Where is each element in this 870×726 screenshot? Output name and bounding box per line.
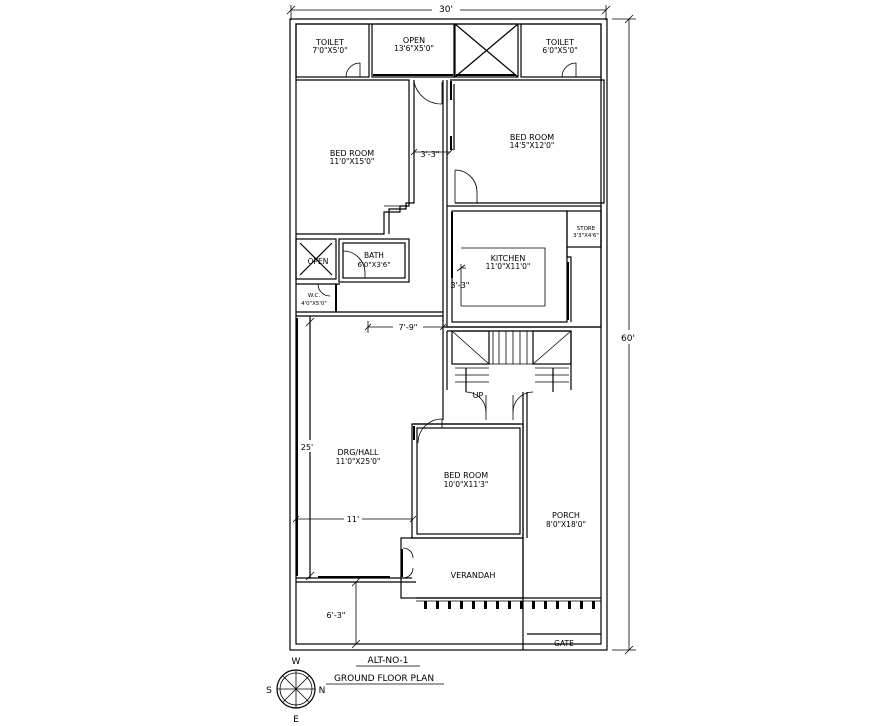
hall-height-label: 25' (301, 443, 313, 452)
plan-title: GROUND FLOOR PLAN (334, 674, 434, 684)
compass-right-label: N (319, 686, 326, 696)
kitchen-walls (446, 205, 602, 328)
drawing-hall-walls (296, 316, 444, 579)
front-yard-dimension (351, 577, 361, 649)
railing-posts (424, 601, 595, 609)
outer-walls (289, 18, 608, 651)
railing-post (520, 601, 523, 609)
verandah-railing (416, 597, 601, 602)
toilet-left-name: TOILET (315, 38, 344, 47)
porch-size: 8'0"X18'0" (546, 520, 586, 529)
drg-hall-name: DRG/HALL (337, 448, 379, 457)
railing-post (580, 601, 583, 609)
compass-top-label: W (292, 657, 301, 667)
kitchen-name: KITCHEN (491, 254, 526, 263)
verandah (400, 537, 524, 599)
railing-post (556, 601, 559, 609)
wc-size: 4'0"X5'0" (301, 301, 327, 307)
porch-name: PORCH (552, 511, 580, 520)
bedroom-left-walls (296, 79, 443, 235)
middle-partition (296, 80, 448, 317)
staircase (443, 326, 601, 420)
bedroom-front-size: 10'0"X11'3" (444, 480, 489, 489)
railing-post (568, 601, 571, 609)
top-rooms (295, 23, 602, 78)
kitchen-size: 11'0"X11'0" (486, 262, 531, 271)
railing-post (460, 601, 463, 609)
height-dimension-label: 60' (621, 334, 635, 344)
passage-dimension-label: 3'-3" (421, 150, 440, 159)
railing-post (448, 601, 451, 609)
verandah-name: VERANDAH (451, 571, 496, 580)
stair-up-label: UP (473, 391, 484, 400)
railing-post (496, 601, 499, 609)
railing-post (484, 601, 487, 609)
overall-height-dimension: 60' (612, 14, 640, 655)
compass-left-label: S (266, 686, 272, 696)
bath-size: 6'0"X3'6" (358, 261, 391, 269)
overall-width-dimension: 30' (286, 4, 611, 20)
hall-top-dimension-label: 7'-9" (399, 323, 418, 332)
railing-post (424, 601, 427, 609)
drg-hall-size: 11'0"X25'0" (336, 457, 381, 466)
railing-post (544, 601, 547, 609)
bedroom-right-name: BED ROOM (510, 133, 554, 142)
compass-bottom-label: E (293, 715, 299, 725)
toilet-right-size: 6'0"X5'0" (542, 46, 577, 55)
bedroom-right-size: 14'5"X12'0" (510, 141, 555, 150)
kitchen-side-dimension: 3'-3" (451, 281, 470, 290)
front-yard-dimension-label: 6'-3" (327, 611, 346, 620)
hall-top-dimension (364, 321, 447, 333)
hall-width-label: 11' (347, 515, 359, 524)
open-top-size: 13'6"X5'0" (394, 44, 434, 53)
toilet-left-size: 7'0"X5'0" (312, 46, 347, 55)
bedroom-left-size: 11'0"X15'0" (330, 157, 375, 166)
bedroom-right-walls (450, 79, 605, 204)
railing-post (436, 601, 439, 609)
railing-post (532, 601, 535, 609)
plan-alt-label: ALT-NO-1 (368, 656, 409, 666)
store-name: STORE (577, 226, 596, 232)
toilet-right-name: TOILET (545, 38, 574, 47)
wc-name: W.C. (308, 293, 320, 299)
width-dimension-label: 30' (439, 5, 453, 15)
compass-rose-icon (276, 669, 316, 709)
open-small-name: OPEN (308, 257, 329, 266)
passage-dimension (410, 148, 454, 156)
railing-post (592, 601, 595, 609)
bath-name: BATH (364, 251, 384, 260)
railing-post (472, 601, 475, 609)
store-size: 3'3"X4'6" (573, 233, 599, 239)
bath-area-walls (295, 238, 410, 312)
railing-post (508, 601, 511, 609)
gate-name: GATE (554, 639, 574, 648)
bedroom-left-name: BED ROOM (330, 149, 374, 158)
bedroom-front-name: BED ROOM (444, 471, 488, 480)
open-top-name: OPEN (403, 36, 425, 45)
